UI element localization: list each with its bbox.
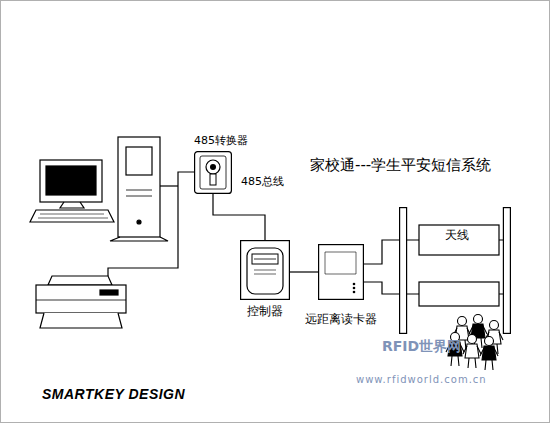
converter-box: 485转换器 (194, 151, 232, 194)
node-label: 控制器 (247, 304, 283, 318)
node-outline (399, 207, 511, 334)
bus-wire (213, 194, 265, 240)
node-outline (194, 151, 232, 194)
text-holder: RFID世界网 (382, 338, 461, 356)
watermark-url: www.rfidworld.com.cn (356, 374, 487, 385)
bus-wire (364, 282, 399, 294)
text-holder: www.rfidworld.com.cn (356, 374, 487, 385)
node-outline (318, 244, 364, 300)
controller-box: 控制器 (240, 240, 290, 300)
bus-wire (290, 271, 318, 272)
computer-tower (110, 137, 168, 241)
text-holder: 家校通---学生平安短信系统 (310, 156, 491, 174)
node-label: 天线 (445, 228, 469, 242)
watermark: RFID世界网 (382, 338, 461, 356)
computer-monitor (30, 160, 114, 222)
edge-label: 485总线 (240, 174, 285, 189)
card-reader-box: 远距离读卡器 (318, 244, 364, 300)
antenna-frame: 天线 (399, 207, 511, 334)
node-outline (240, 240, 290, 300)
bus-wire (364, 240, 399, 264)
node-label: 485转换器 (194, 134, 248, 148)
design-credit: SMARTKEY DESIGN (42, 386, 185, 402)
text-holder: 485总线 (240, 174, 285, 189)
text-holder: SMARTKEY DESIGN (42, 386, 185, 402)
pc-wiring (108, 172, 194, 276)
printer (36, 276, 126, 328)
diagram-title: 家校通---学生平安短信系统 (310, 156, 491, 174)
node-label: 远距离读卡器 (305, 312, 377, 326)
